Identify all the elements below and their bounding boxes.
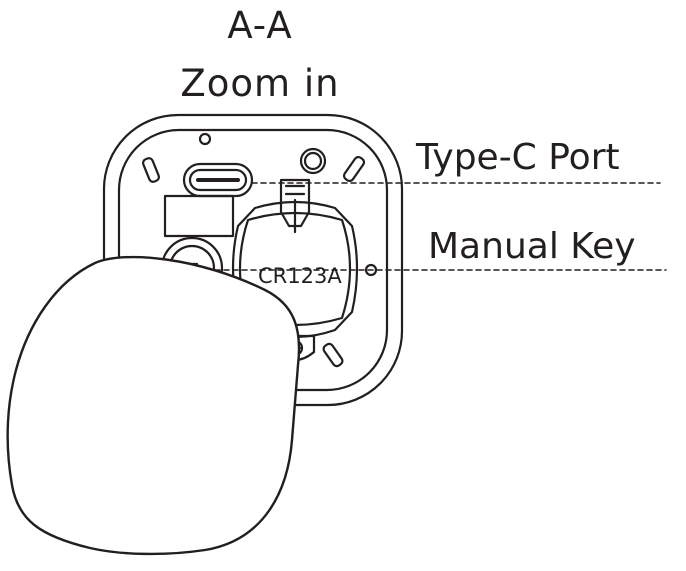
type-c-port-inner (188, 168, 248, 192)
label-area (163, 194, 235, 238)
zoom-label: Zoom in (180, 62, 340, 105)
slot-bottom-right (322, 342, 344, 368)
screw-hole-top (198, 132, 212, 146)
led-window (299, 147, 327, 175)
battery-label: CR123A (258, 264, 342, 288)
removed-cover (6, 255, 301, 556)
slot-top-left (141, 157, 161, 183)
slot-top-right (342, 155, 366, 183)
led-window-inner (303, 151, 323, 171)
side-hole (364, 263, 378, 277)
section-title: A-A (227, 4, 293, 47)
battery-latch (279, 178, 311, 228)
manual-key-label: Manual Key (428, 226, 636, 267)
type-c-port-label: Type-C Port (416, 137, 620, 178)
